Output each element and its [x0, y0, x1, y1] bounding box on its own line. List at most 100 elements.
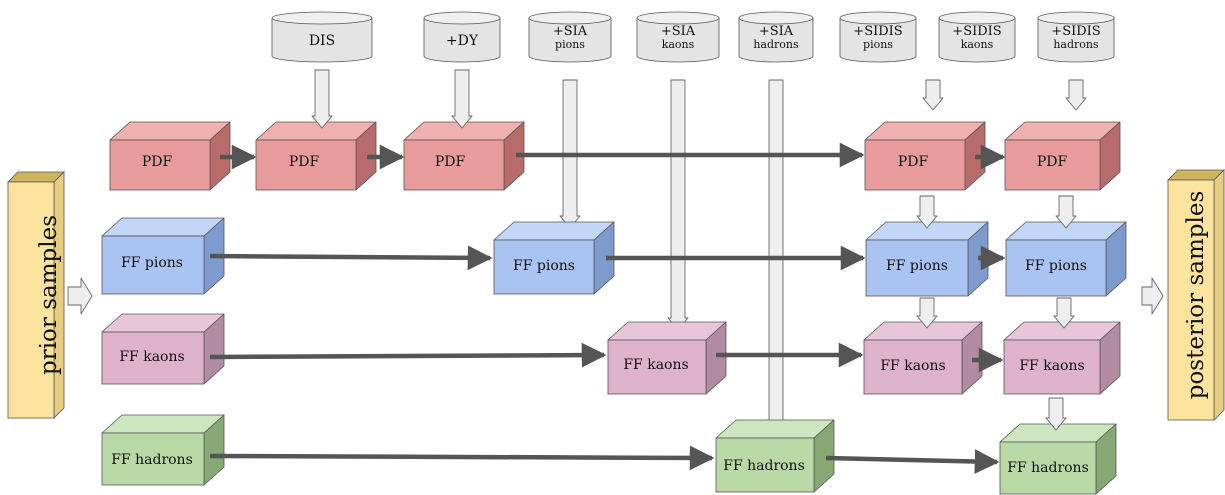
dataset-sidis-kaons [938, 11, 1016, 63]
feed-sidis-kaons-arrow [1065, 79, 1087, 111]
network-to-posterior-arrow [1141, 277, 1164, 315]
ff-kaons-box-4-front [1003, 339, 1101, 395]
dataset-sia-hadrons-lid [738, 11, 814, 25]
posterior-samples-panel [1167, 169, 1225, 421]
ff-hadrons-box-1-top [101, 414, 225, 434]
prior-samples-panel [7, 171, 65, 419]
ff-hadrons-box-1 [101, 414, 225, 486]
ff-pions-box-2 [493, 221, 615, 295]
ff-pions-box-1-top [101, 217, 225, 237]
dataset-sia-kaons-sublabel: kaons [662, 38, 695, 51]
feed-dis-arrow [311, 69, 333, 129]
dataset-sia-kaons-label: +SIA [661, 24, 696, 39]
dataset-sia-pions [528, 11, 612, 63]
ff-pions-box-1-front [101, 235, 205, 295]
pdf-box-2-front [255, 139, 357, 191]
dataset-sidis-hadrons-lid [1037, 11, 1115, 25]
pdf-box-2-label: PDF [289, 154, 320, 170]
ff-kaons-box-2-top [607, 321, 727, 341]
ff-pions-box-3-label: FF pions [886, 258, 948, 274]
dataset-sidis-pions-sublabel: pions [863, 38, 893, 51]
posterior-samples-label: posterior samples [1183, 191, 1209, 400]
ff-kaons-box-1 [101, 313, 225, 385]
dataset-sia-kaons [636, 11, 720, 63]
dataset-dis-lid [271, 11, 373, 25]
pdf-box-4-front [864, 139, 966, 191]
dataset-sia-pions-sublabel: pions [555, 38, 585, 51]
flow-pions-1-to-2 [209, 245, 493, 271]
dataset-sia-hadrons-sublabel: hadrons [753, 38, 799, 51]
prior-samples-label: prior samples [36, 215, 62, 375]
ff-kaons-box-2 [607, 321, 727, 395]
ff-pions-box-4 [1005, 221, 1127, 297]
dataset-dis-label: DIS [309, 33, 335, 49]
pdf-box-4 [864, 121, 986, 191]
feed-sia-kaons-arrow [667, 79, 689, 331]
ff-pions-box-4-front [1005, 239, 1107, 297]
ff-pions-box-2-front [493, 239, 595, 295]
flow-hadrons-2-to-3 [825, 449, 1000, 474]
dataset-sia-kaons-lid [636, 11, 720, 25]
pdf-box-1 [109, 121, 231, 191]
dataset-sidis-kaons-lid [938, 11, 1016, 25]
feed-pdf-to-pions-4-arrow [1055, 195, 1077, 229]
feed-pdf-to-pions-3-arrow [916, 195, 938, 229]
pdf-box-4-top [864, 121, 986, 141]
ff-hadrons-box-1-front [101, 432, 205, 486]
dataset-sidis-pions [839, 11, 917, 63]
feed-kaons-to-hadrons-3-arrow [1045, 397, 1067, 431]
ff-kaons-box-1-label: FF kaons [119, 349, 184, 365]
prior-to-network-arrow [67, 277, 93, 315]
dataset-sidis-pions-lid [839, 11, 917, 25]
dataset-sidis-hadrons-sublabel: hadrons [1053, 38, 1099, 51]
dataset-sidis-kaons-label: +SIDIS [952, 24, 1001, 39]
pdf-box-2-top [255, 121, 377, 141]
posterior-samples-panel-front [1167, 179, 1215, 421]
ff-pions-box-2-top [493, 221, 615, 241]
pdf-box-5 [1004, 121, 1121, 191]
dataset-sidis-pions-body [839, 18, 917, 63]
pdf-box-2 [255, 121, 377, 191]
ff-hadrons-box-2-front [715, 437, 815, 493]
ff-hadrons-box-2-top [715, 419, 835, 439]
ff-pions-box-2-label: FF pions [513, 258, 575, 274]
ff-kaons-box-1-top [101, 313, 225, 333]
pdf-box-5-front [1004, 139, 1101, 191]
ff-hadrons-box-2-label: FF hadrons [723, 458, 805, 474]
pdf-box-1-front [109, 139, 211, 191]
ff-hadrons-box-3-front [999, 441, 1097, 495]
ff-kaons-box-3-label: FF kaons [880, 358, 945, 374]
dataset-sia-hadrons-label: +SIA [759, 24, 794, 39]
dataset-dy [423, 11, 501, 63]
dataset-sia-pions-lid [528, 11, 612, 25]
pdf-box-3-label: PDF [435, 154, 466, 170]
dataset-sia-hadrons-body [738, 18, 814, 63]
ff-kaons-box-2-front [607, 339, 707, 395]
flow-hadrons-1-to-2 [209, 445, 715, 471]
pdf-box-3-front [403, 139, 505, 191]
posterior-samples-panel-side [1213, 169, 1225, 421]
feed-dy-arrow [451, 69, 473, 129]
dataset-sia-pions-label: +SIA [553, 24, 588, 39]
ff-pions-box-1-label: FF pions [121, 255, 183, 271]
ff-hadrons-box-1-label: FF hadrons [111, 452, 193, 468]
dataset-sidis-hadrons-body [1037, 18, 1115, 63]
pdf-box-1-label: PDF [142, 154, 173, 170]
ff-kaons-box-4-label: FF kaons [1019, 358, 1084, 374]
dataset-sidis-kaons-body [938, 18, 1016, 63]
ff-kaons-box-3 [863, 321, 983, 395]
ff-kaons-box-2-label: FF kaons [623, 357, 688, 373]
dataset-sidis-pions-label: +SIDIS [853, 24, 902, 39]
ff-kaons-box-1-front [101, 331, 205, 385]
dataset-dy-body [423, 18, 501, 63]
dataset-dy-label: +DY [446, 33, 479, 49]
feed-pions-to-kaons-3-arrow [916, 297, 938, 329]
ff-kaons-box-3-front [863, 339, 963, 395]
pdf-box-3 [403, 121, 525, 191]
dataset-dis [271, 11, 373, 63]
ff-kaons-box-3-top [863, 321, 983, 341]
pdf-box-5-label: PDF [1037, 154, 1068, 170]
ff-pions-box-4-label: FF pions [1025, 258, 1087, 274]
pdf-box-4-label: PDF [898, 154, 929, 170]
